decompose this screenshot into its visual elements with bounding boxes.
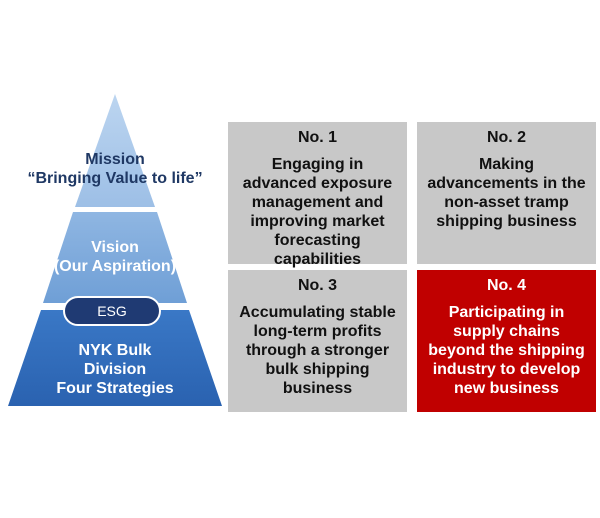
strategy-line: Engaging in (271, 156, 364, 173)
strategy-number: No. 2 (486, 129, 527, 146)
strategies-line-1: NYK Bulk (78, 342, 152, 359)
strategy-number: No. 1 (297, 129, 338, 146)
vision-subtitle: (Our Aspiration) (53, 258, 177, 275)
strategy-number: No. 4 (486, 277, 527, 294)
strategy-line: forecasting (274, 232, 361, 249)
esg-badge: ESG (63, 296, 161, 326)
strategy-line: shipping business (436, 213, 577, 230)
mission-heading: Mission (85, 151, 145, 168)
strategy-line: beyond the shipping (428, 342, 585, 359)
strategy-box-4: No. 4 Participating in supply chains bey… (417, 270, 596, 412)
pyramid-vision-tier (43, 212, 187, 303)
strategy-line: business (282, 380, 353, 397)
strategy-pyramid (8, 94, 222, 406)
strategy-description: Making advancements in the non-asset tra… (417, 155, 596, 231)
strategy-description: Engaging in advanced exposure management… (228, 155, 407, 269)
strategy-line: supply chains (453, 323, 560, 340)
strategy-line: long-term profits (253, 323, 382, 340)
strategy-line: new business (454, 380, 559, 397)
strategy-description: Participating in supply chains beyond th… (417, 303, 596, 398)
pyramid-mission-tier (75, 94, 155, 207)
strategy-box-2: No. 2 Making advancements in the non-ass… (417, 122, 596, 264)
strategy-line: improving market (250, 213, 385, 230)
strategy-line: capabilities (273, 251, 362, 268)
strategy-box-1: No. 1 Engaging in advanced exposure mana… (228, 122, 407, 268)
strategy-line: management and (251, 194, 384, 211)
strategy-line: through a stronger (245, 342, 390, 359)
strategy-line: industry to develop (432, 361, 581, 378)
vision-label: Vision (Our Aspiration) (30, 238, 200, 276)
strategies-line-2: Division (83, 361, 147, 378)
mission-label: Mission “Bringing Value to life” (10, 150, 220, 188)
strategy-line: bulk shipping (265, 361, 370, 378)
strategies-line-3: Four Strategies (56, 380, 174, 397)
strategy-line: advancements in the (427, 175, 586, 192)
strategies-label: NYK Bulk Division Four Strategies (35, 341, 195, 398)
mission-slogan: “Bringing Value to life” (27, 170, 203, 187)
pyramid-strategies-tier (8, 310, 222, 406)
strategy-line: non-asset tramp (444, 194, 569, 211)
strategy-description: Accumulating stable long-term profits th… (228, 303, 407, 398)
strategy-line: Accumulating stable (239, 304, 396, 321)
strategy-line: Making (478, 156, 535, 173)
strategy-line: advanced exposure (242, 175, 393, 192)
strategy-number: No. 3 (297, 277, 338, 294)
strategy-line: Participating in (448, 304, 565, 321)
strategy-box-3: No. 3 Accumulating stable long-term prof… (228, 270, 407, 412)
vision-heading: Vision (91, 239, 139, 256)
